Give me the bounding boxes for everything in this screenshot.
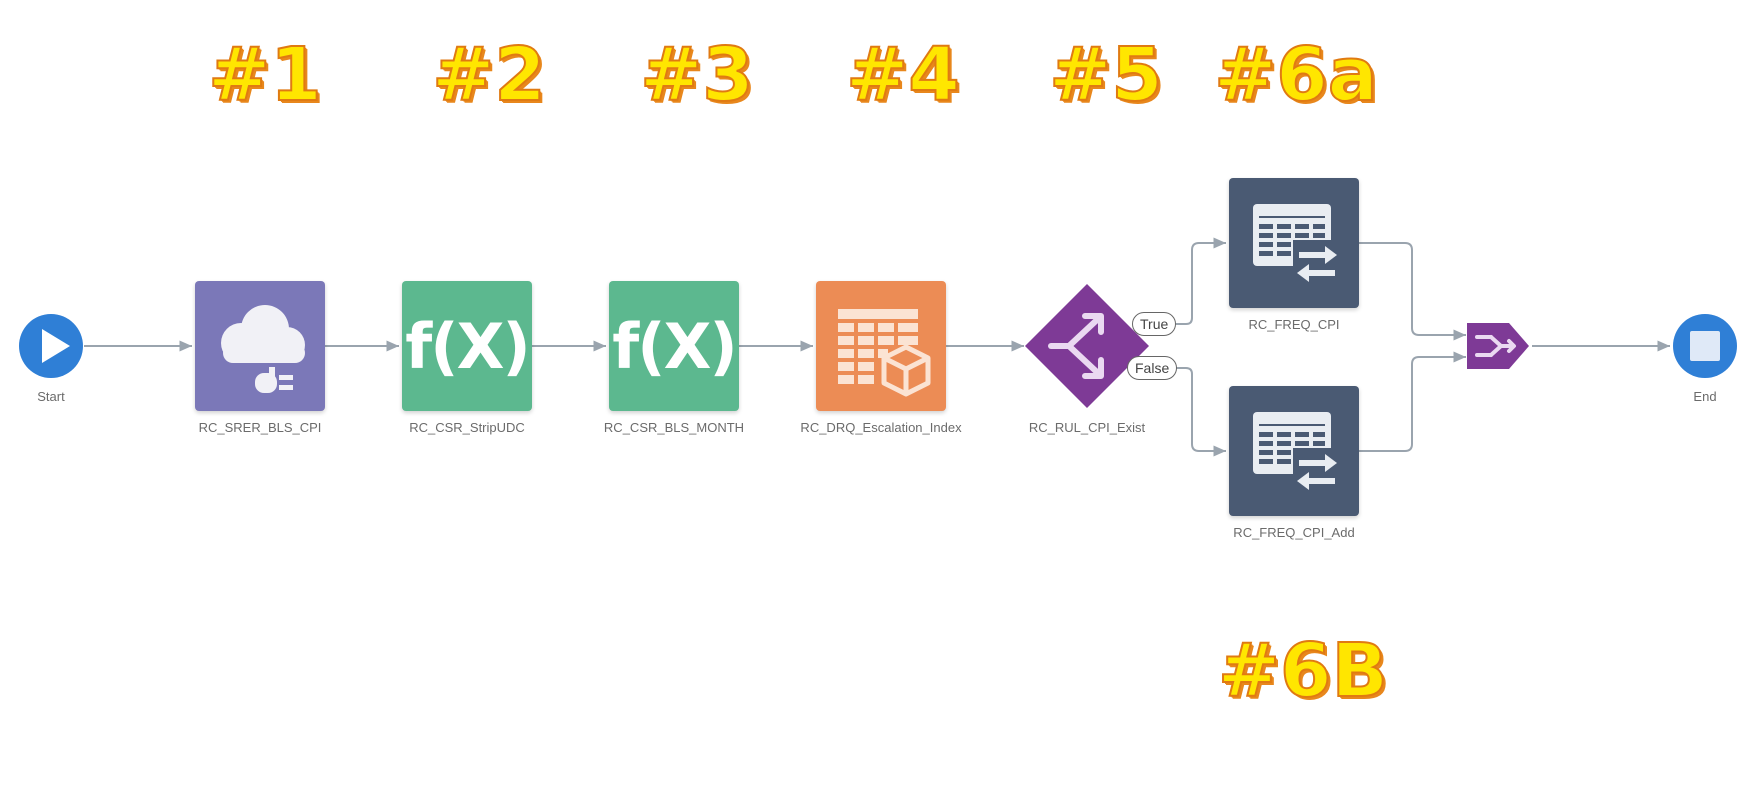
branch-true-label: True — [1132, 312, 1177, 336]
connector-rule-false-freq-add — [1176, 367, 1226, 457]
function-icon: f(X) — [612, 309, 737, 383]
source-node[interactable] — [195, 281, 325, 411]
step-number-3: #3 — [639, 32, 754, 118]
cloud-plug-icon — [221, 305, 305, 393]
freq-node[interactable] — [1229, 178, 1359, 308]
decision-diamond-icon[interactable] — [1025, 284, 1149, 408]
merge-icon[interactable] — [1467, 313, 1533, 379]
start-label: Start — [37, 389, 65, 404]
step-number-4: #4 — [845, 32, 960, 118]
connector-rule-true-freq — [1176, 237, 1226, 325]
step-number-1: #1 — [207, 32, 322, 118]
table-sync-icon — [1253, 412, 1339, 492]
freq-add-label: RC_FREQ_CPI_Add — [1233, 525, 1355, 540]
table-cube-icon — [838, 309, 931, 397]
function-icon: f(X) — [405, 309, 530, 383]
escalation-label: RC_DRQ_Escalation_Index — [800, 420, 962, 435]
end-label: End — [1693, 389, 1717, 404]
step-number-6a: #6a — [1213, 32, 1378, 118]
connector-freq-add-merge — [1359, 351, 1466, 452]
freq-add-node[interactable] — [1229, 386, 1359, 516]
month-node[interactable]: f(X) — [609, 281, 739, 411]
table-sync-icon — [1253, 204, 1339, 284]
branch-false-label: False — [1127, 356, 1178, 380]
connector-freq-merge — [1359, 242, 1466, 341]
step-number-6b: #6B — [1217, 628, 1389, 714]
play-icon[interactable] — [18, 313, 84, 379]
strip-label: RC_CSR_StripUDC — [409, 420, 525, 435]
source-label: RC_SRER_BLS_CPI — [198, 420, 322, 435]
stop-icon[interactable] — [1672, 313, 1738, 379]
escalation-node[interactable] — [816, 281, 946, 411]
freq-label: RC_FREQ_CPI — [1248, 317, 1340, 332]
step-number-2: #2 — [431, 32, 546, 118]
strip-node[interactable]: f(X) — [402, 281, 532, 411]
rule-label: RC_RUL_CPI_Exist — [1028, 420, 1146, 435]
month-label: RC_CSR_BLS_MONTH — [603, 420, 745, 435]
step-number-5: #5 — [1048, 32, 1163, 118]
